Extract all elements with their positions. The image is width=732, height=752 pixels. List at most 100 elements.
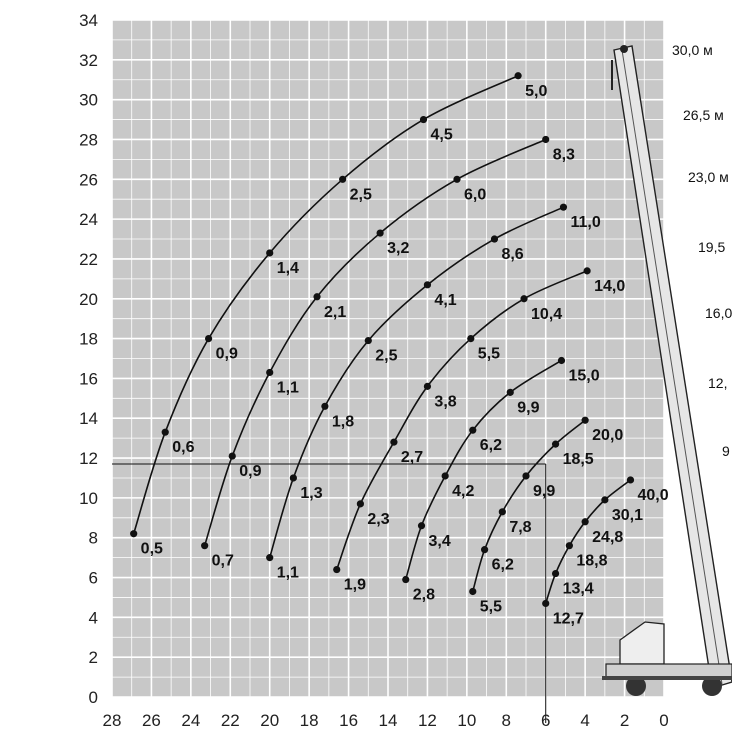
data-label: 5,5	[480, 598, 502, 615]
grid	[111, 19, 665, 698]
x-tick-label: 14	[379, 711, 398, 730]
data-point	[201, 542, 209, 550]
data-label: 1,1	[277, 565, 299, 582]
x-tick-label: 4	[580, 711, 589, 730]
series-curve-group: 2,83,44,26,29,915,0	[402, 356, 600, 604]
data-label: 14,0	[594, 278, 625, 295]
series-group: 0,50,60,91,42,54,55,00,70,91,12,13,26,08…	[130, 72, 669, 627]
data-label: 5,5	[478, 346, 500, 363]
y-tick-label: 18	[79, 330, 98, 349]
data-label: 9,9	[533, 483, 555, 500]
data-label: 1,1	[277, 379, 299, 396]
data-point	[481, 546, 489, 554]
x-tick-label: 20	[260, 711, 279, 730]
data-label: 6,2	[480, 437, 502, 454]
series-line	[404, 359, 562, 580]
data-point	[490, 235, 499, 243]
crane-outrigger	[602, 676, 732, 680]
data-point	[581, 416, 589, 424]
data-label: 12,7	[553, 610, 584, 627]
data-label: 0,9	[216, 346, 238, 363]
data-point	[339, 175, 347, 183]
x-tick-label: 2	[620, 711, 629, 730]
data-label: 2,3	[367, 511, 389, 528]
data-label: 2,1	[324, 304, 346, 321]
data-label: 5,0	[525, 83, 547, 100]
y-tick-label: 8	[89, 529, 98, 548]
x-tick-label: 6	[541, 711, 550, 730]
data-label: 20,0	[592, 427, 623, 444]
reference-lines	[112, 463, 547, 723]
y-tick-label: 20	[79, 290, 98, 309]
crane-cab	[619, 621, 665, 665]
crane-illustration	[602, 0, 732, 747]
crane-boom-edge	[621, 49, 723, 685]
data-label: 0,6	[172, 439, 194, 456]
data-point	[514, 72, 522, 80]
series-curve-group: 1,92,32,73,85,510,414,0	[333, 267, 625, 594]
data-point	[423, 382, 432, 390]
data-label: 0,5	[141, 541, 163, 558]
x-tick-label: 28	[103, 711, 122, 730]
data-label: 4,1	[434, 292, 456, 309]
data-point	[583, 267, 591, 275]
y-tick-label: 26	[79, 170, 98, 189]
data-label: 40,0	[637, 487, 668, 504]
boom-length-labels: 30,0 м26,5 м23,0 м19,516,012,9	[672, 42, 732, 459]
boom-length-label: 23,0 м	[688, 169, 729, 185]
y-tick-label: 34	[79, 11, 98, 30]
x-tick-label: 12	[418, 711, 437, 730]
boom-length-label: 19,5	[698, 239, 725, 255]
data-point	[419, 115, 428, 124]
boom-length-label: 26,5 м	[683, 107, 724, 123]
data-label: 4,5	[430, 127, 452, 144]
data-point	[469, 426, 477, 434]
y-tick-label: 22	[79, 250, 98, 269]
series-curve-group: 0,50,60,91,42,54,55,0	[130, 72, 547, 558]
data-label: 18,5	[563, 451, 594, 468]
crane-wheel	[626, 676, 646, 696]
data-point	[441, 472, 449, 480]
data-point	[522, 472, 530, 480]
data-label: 24,8	[592, 529, 623, 546]
data-point	[565, 542, 573, 550]
data-point	[266, 249, 274, 257]
series-curve-group: 5,56,27,89,918,520,0	[469, 416, 623, 615]
data-point	[266, 368, 274, 377]
data-point	[417, 522, 426, 530]
data-point	[356, 500, 364, 508]
x-tick-label: 26	[142, 711, 161, 730]
data-point	[453, 175, 461, 183]
data-point	[467, 334, 475, 343]
data-point	[130, 530, 138, 538]
data-point	[601, 496, 609, 504]
data-point	[581, 518, 589, 526]
y-tick-label: 6	[89, 569, 98, 588]
data-point	[542, 599, 550, 608]
data-label: 1,8	[332, 413, 354, 430]
x-tick-label: 18	[300, 711, 319, 730]
data-label: 2,8	[413, 587, 435, 604]
data-label: 3,2	[387, 240, 409, 257]
data-point	[469, 587, 477, 596]
data-point	[205, 334, 213, 343]
data-point	[321, 402, 329, 410]
y-tick-label: 12	[79, 449, 98, 468]
data-label: 3,8	[434, 393, 456, 410]
y-tick-label: 24	[79, 210, 98, 229]
data-point	[626, 476, 635, 484]
crane-chassis	[605, 663, 732, 679]
data-label: 30,1	[612, 507, 643, 524]
data-label: 13,4	[563, 581, 594, 598]
y-tick-label: 0	[89, 688, 98, 707]
data-label: 11,0	[570, 214, 600, 231]
boom-length-label: 30,0 м	[672, 42, 713, 58]
y-tick-label: 14	[79, 409, 98, 428]
data-label: 6,2	[492, 557, 514, 574]
data-point	[542, 135, 550, 144]
y-tick-label: 2	[89, 648, 98, 667]
crane-wheel	[702, 676, 722, 696]
data-point	[228, 452, 236, 460]
data-label: 4,2	[452, 483, 474, 500]
